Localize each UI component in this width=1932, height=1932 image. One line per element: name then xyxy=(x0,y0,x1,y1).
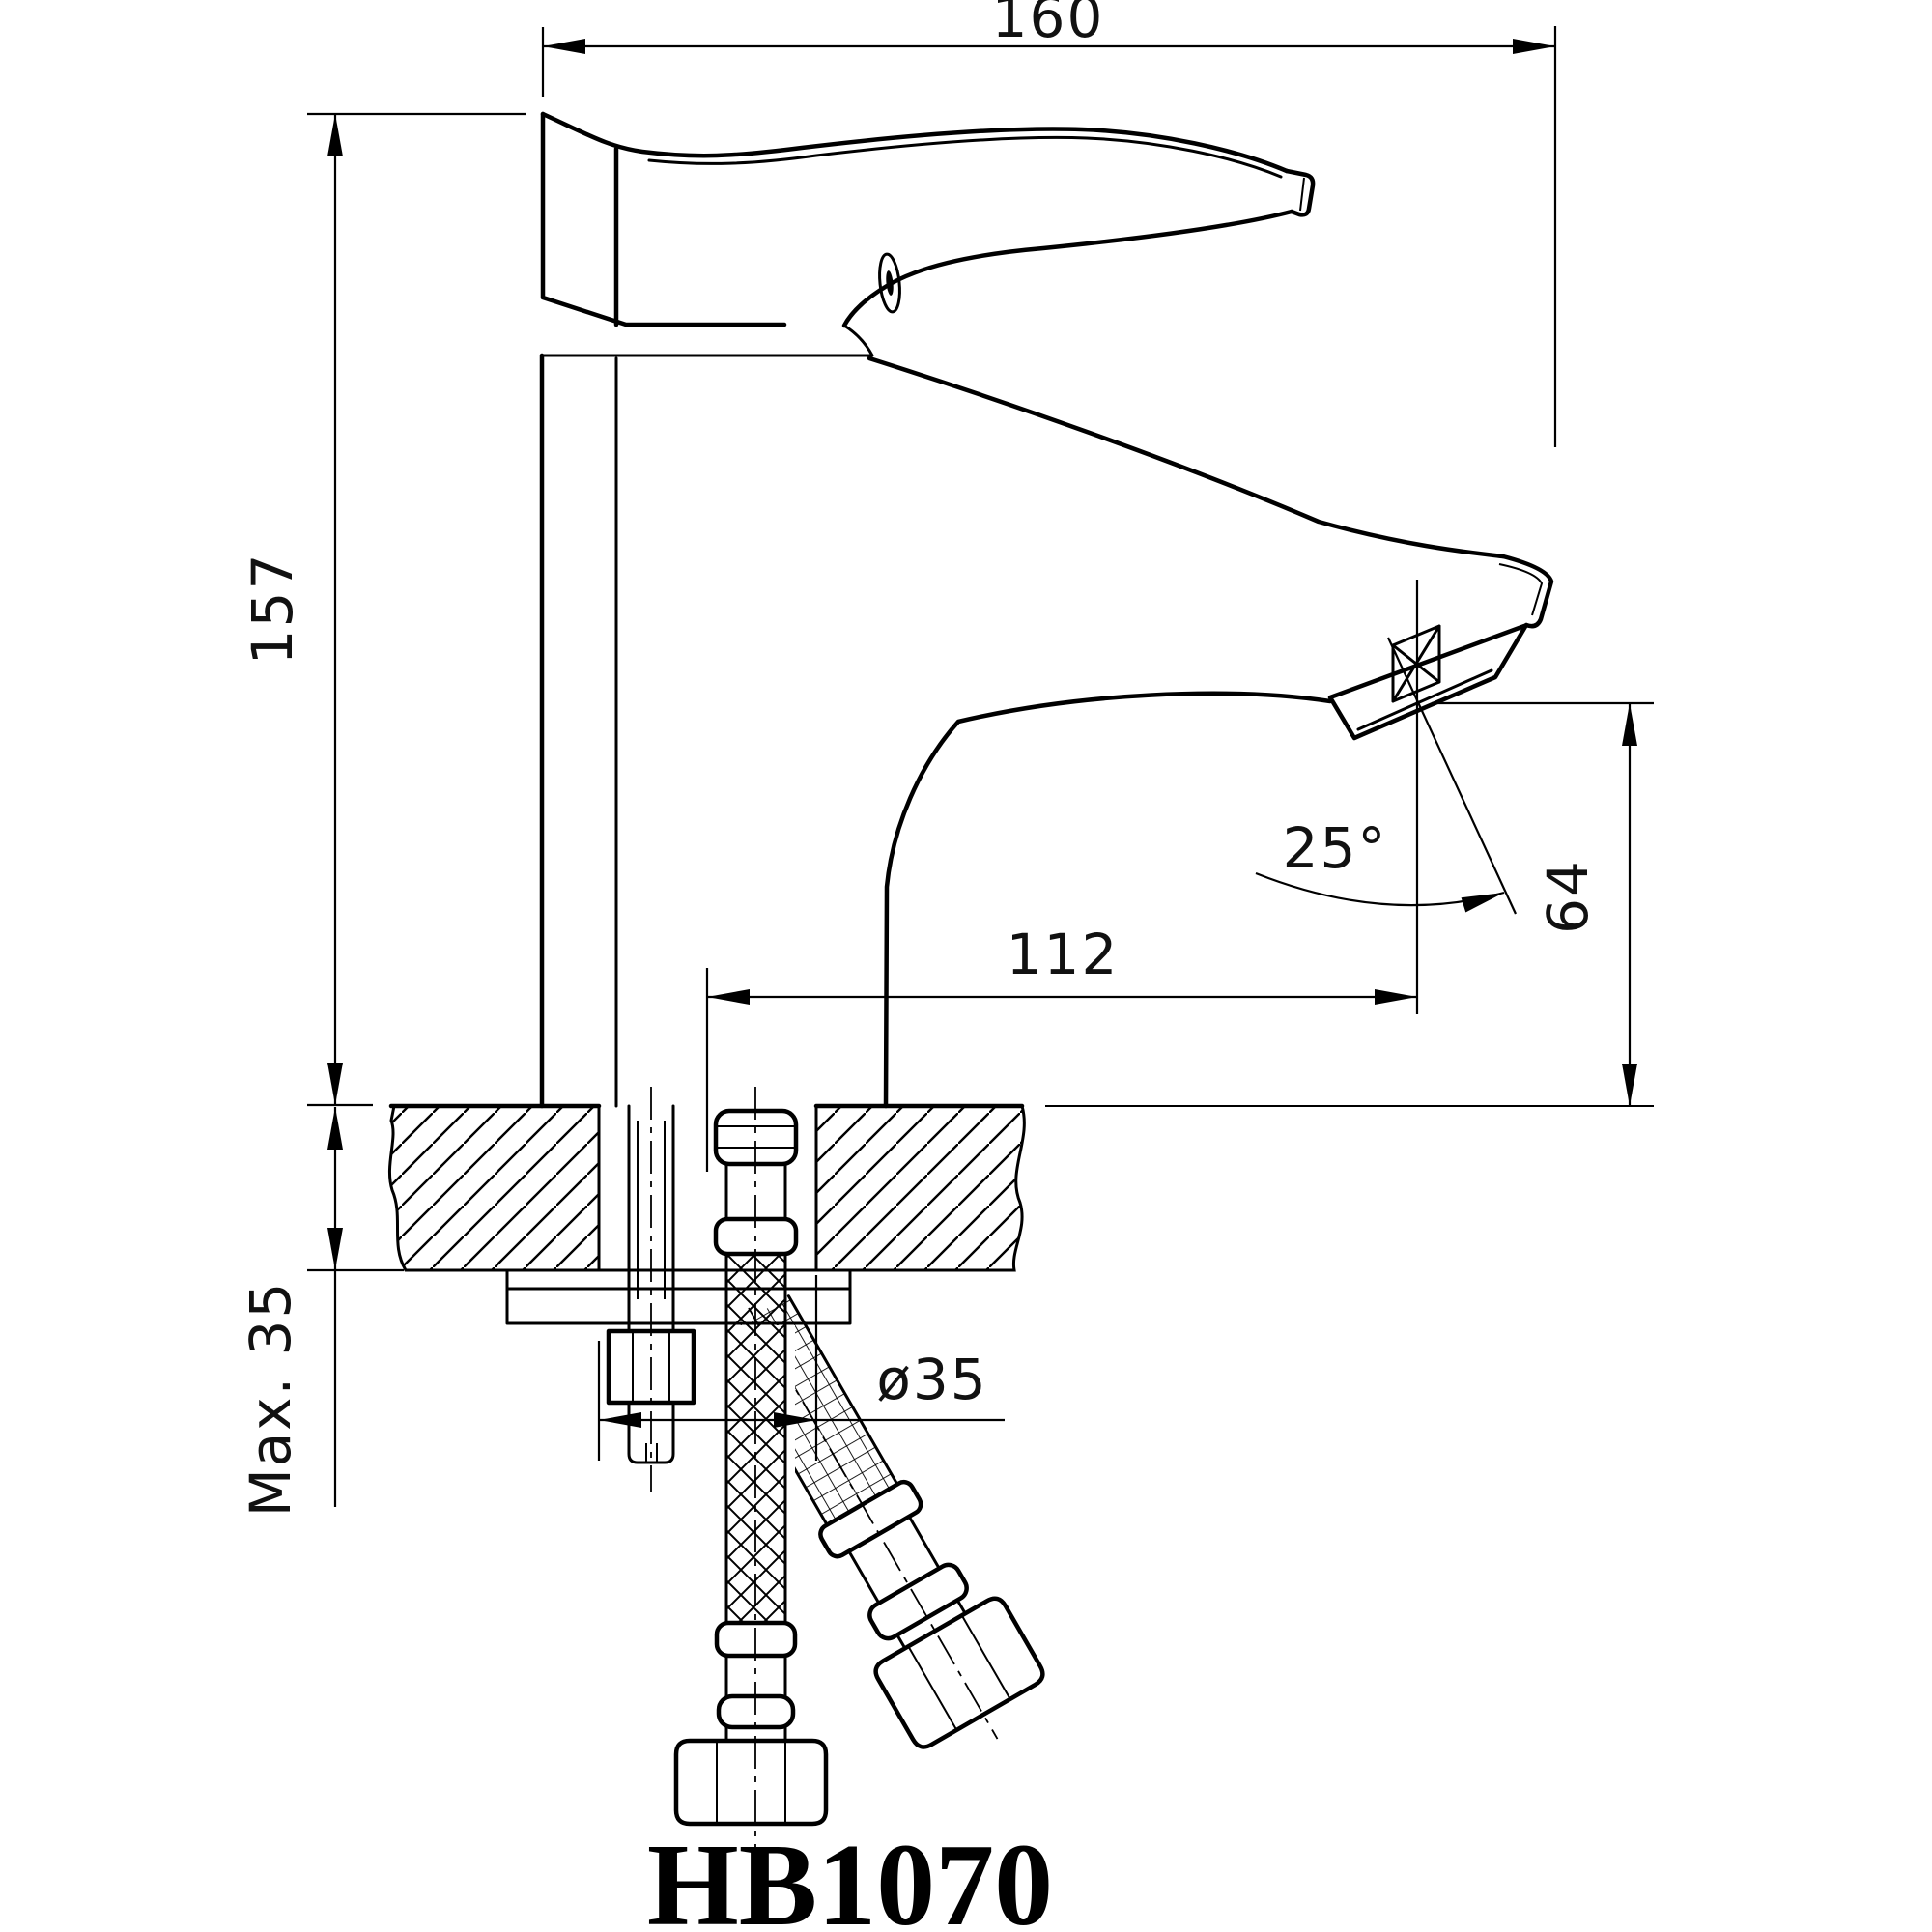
dim-160: 160 xyxy=(541,0,1557,447)
body-seam xyxy=(540,324,874,357)
stud-tip-slot xyxy=(645,1443,658,1463)
handle-tip xyxy=(1284,168,1316,217)
dim-157: 157 xyxy=(240,112,526,1107)
faucet-outline xyxy=(539,111,1554,1109)
threaded-stud-assembly xyxy=(606,1087,696,1492)
counter-slab-left xyxy=(387,1104,601,1272)
mounting-plate xyxy=(505,1268,852,1325)
arrowhead xyxy=(543,39,585,54)
handle-screw-lens xyxy=(878,252,901,314)
counter-slab-right xyxy=(814,1104,1026,1272)
aerator-housing xyxy=(1327,622,1529,741)
hose-hex-nut-facets xyxy=(716,1741,786,1824)
dim-25-label: 25° xyxy=(1283,815,1388,881)
hose-hex-nut xyxy=(673,1738,829,1827)
dim-112-label: 112 xyxy=(1007,922,1120,987)
countertop-section xyxy=(387,1103,1654,1272)
spout-top-edge xyxy=(867,355,1506,559)
stud-edges xyxy=(627,1104,675,1333)
stud-thread-lines xyxy=(637,1121,666,1299)
arrowhead xyxy=(327,1063,343,1105)
handle-bottom-edge xyxy=(841,209,1294,328)
outlet-angled-line xyxy=(1387,637,1517,915)
handle-top-inner-line xyxy=(647,135,1283,179)
arrowhead xyxy=(1513,39,1555,54)
hose-braid-edges xyxy=(724,1252,787,1625)
arrowhead xyxy=(707,989,750,1005)
arrowhead xyxy=(1461,893,1504,913)
dim-hole35: ø35 xyxy=(597,1275,1005,1461)
stud-nut-facets xyxy=(632,1331,670,1403)
handle-screw-dot xyxy=(886,270,894,296)
handle-base xyxy=(540,111,787,327)
handle-top-edge xyxy=(540,111,1290,174)
arrowhead xyxy=(327,1107,343,1150)
dim-max35-label: Max. 35 xyxy=(238,1281,303,1518)
arrowhead xyxy=(599,1412,641,1428)
hose-bottom-neck xyxy=(724,1654,787,1698)
dim-64-label: 64 xyxy=(1535,859,1601,934)
diagonal-hose-hex-nut xyxy=(873,1596,1045,1749)
dim-157-label: 157 xyxy=(240,553,305,666)
dim-max35: Max. 35 xyxy=(238,1107,404,1517)
stud-hex-nut xyxy=(606,1328,696,1406)
dim-112: 112 xyxy=(705,922,1417,1172)
stud-tip xyxy=(627,1401,675,1464)
spout-underside-body-right-edge xyxy=(883,691,1333,1109)
arrowhead xyxy=(1622,1064,1637,1106)
spout-end-face xyxy=(1500,554,1554,629)
model-number: HB1070 xyxy=(647,1820,1053,1932)
diagonal-hose-neck xyxy=(847,1515,941,1605)
arrowhead xyxy=(327,114,343,156)
arrowhead xyxy=(1375,989,1417,1005)
arrowhead xyxy=(774,1412,816,1428)
dim-160-label: 160 xyxy=(992,0,1105,50)
braided-hose xyxy=(673,1087,829,1860)
dim-64: 64 xyxy=(1432,701,1654,1106)
hex-nut-facets xyxy=(907,1614,1011,1731)
spout-end-face-inner xyxy=(1498,563,1544,616)
dim-25deg: 25° xyxy=(1255,580,1517,1014)
arrowhead xyxy=(327,1228,343,1270)
arrowhead xyxy=(1622,703,1637,746)
dim-35-label: ø35 xyxy=(876,1347,987,1412)
handle-tip-inner-line xyxy=(1299,177,1305,212)
aerator-housing-strip xyxy=(1356,668,1493,731)
hose-top-neck xyxy=(724,1162,787,1221)
mounting-hole-walls xyxy=(597,1104,818,1272)
